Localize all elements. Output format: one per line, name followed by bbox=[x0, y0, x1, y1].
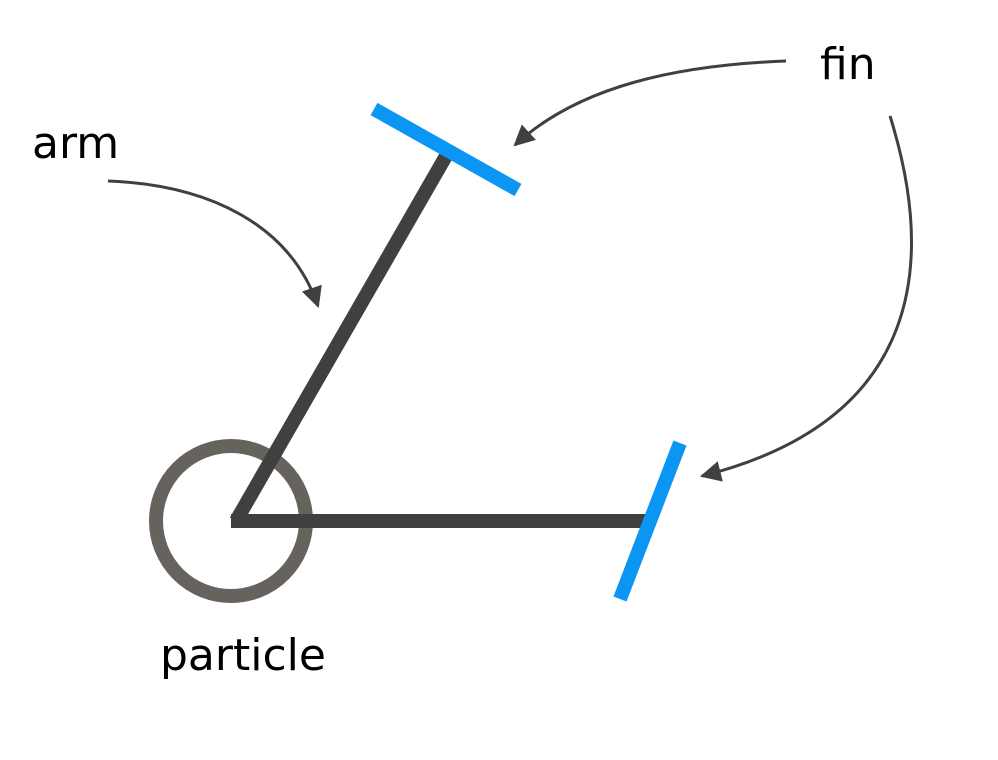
fin-upper bbox=[370, 102, 522, 197]
fin-annotation-arrow-upper bbox=[513, 59, 787, 147]
arm-annotation-arrow bbox=[107, 179, 322, 308]
arm-label: arm bbox=[32, 118, 119, 169]
fin-lower bbox=[613, 440, 687, 602]
particle-label: particle bbox=[160, 630, 326, 681]
fin-annotation-arrow-lower bbox=[699, 115, 913, 482]
fin-label: fin bbox=[820, 39, 876, 90]
arm-upper bbox=[229, 152, 453, 525]
